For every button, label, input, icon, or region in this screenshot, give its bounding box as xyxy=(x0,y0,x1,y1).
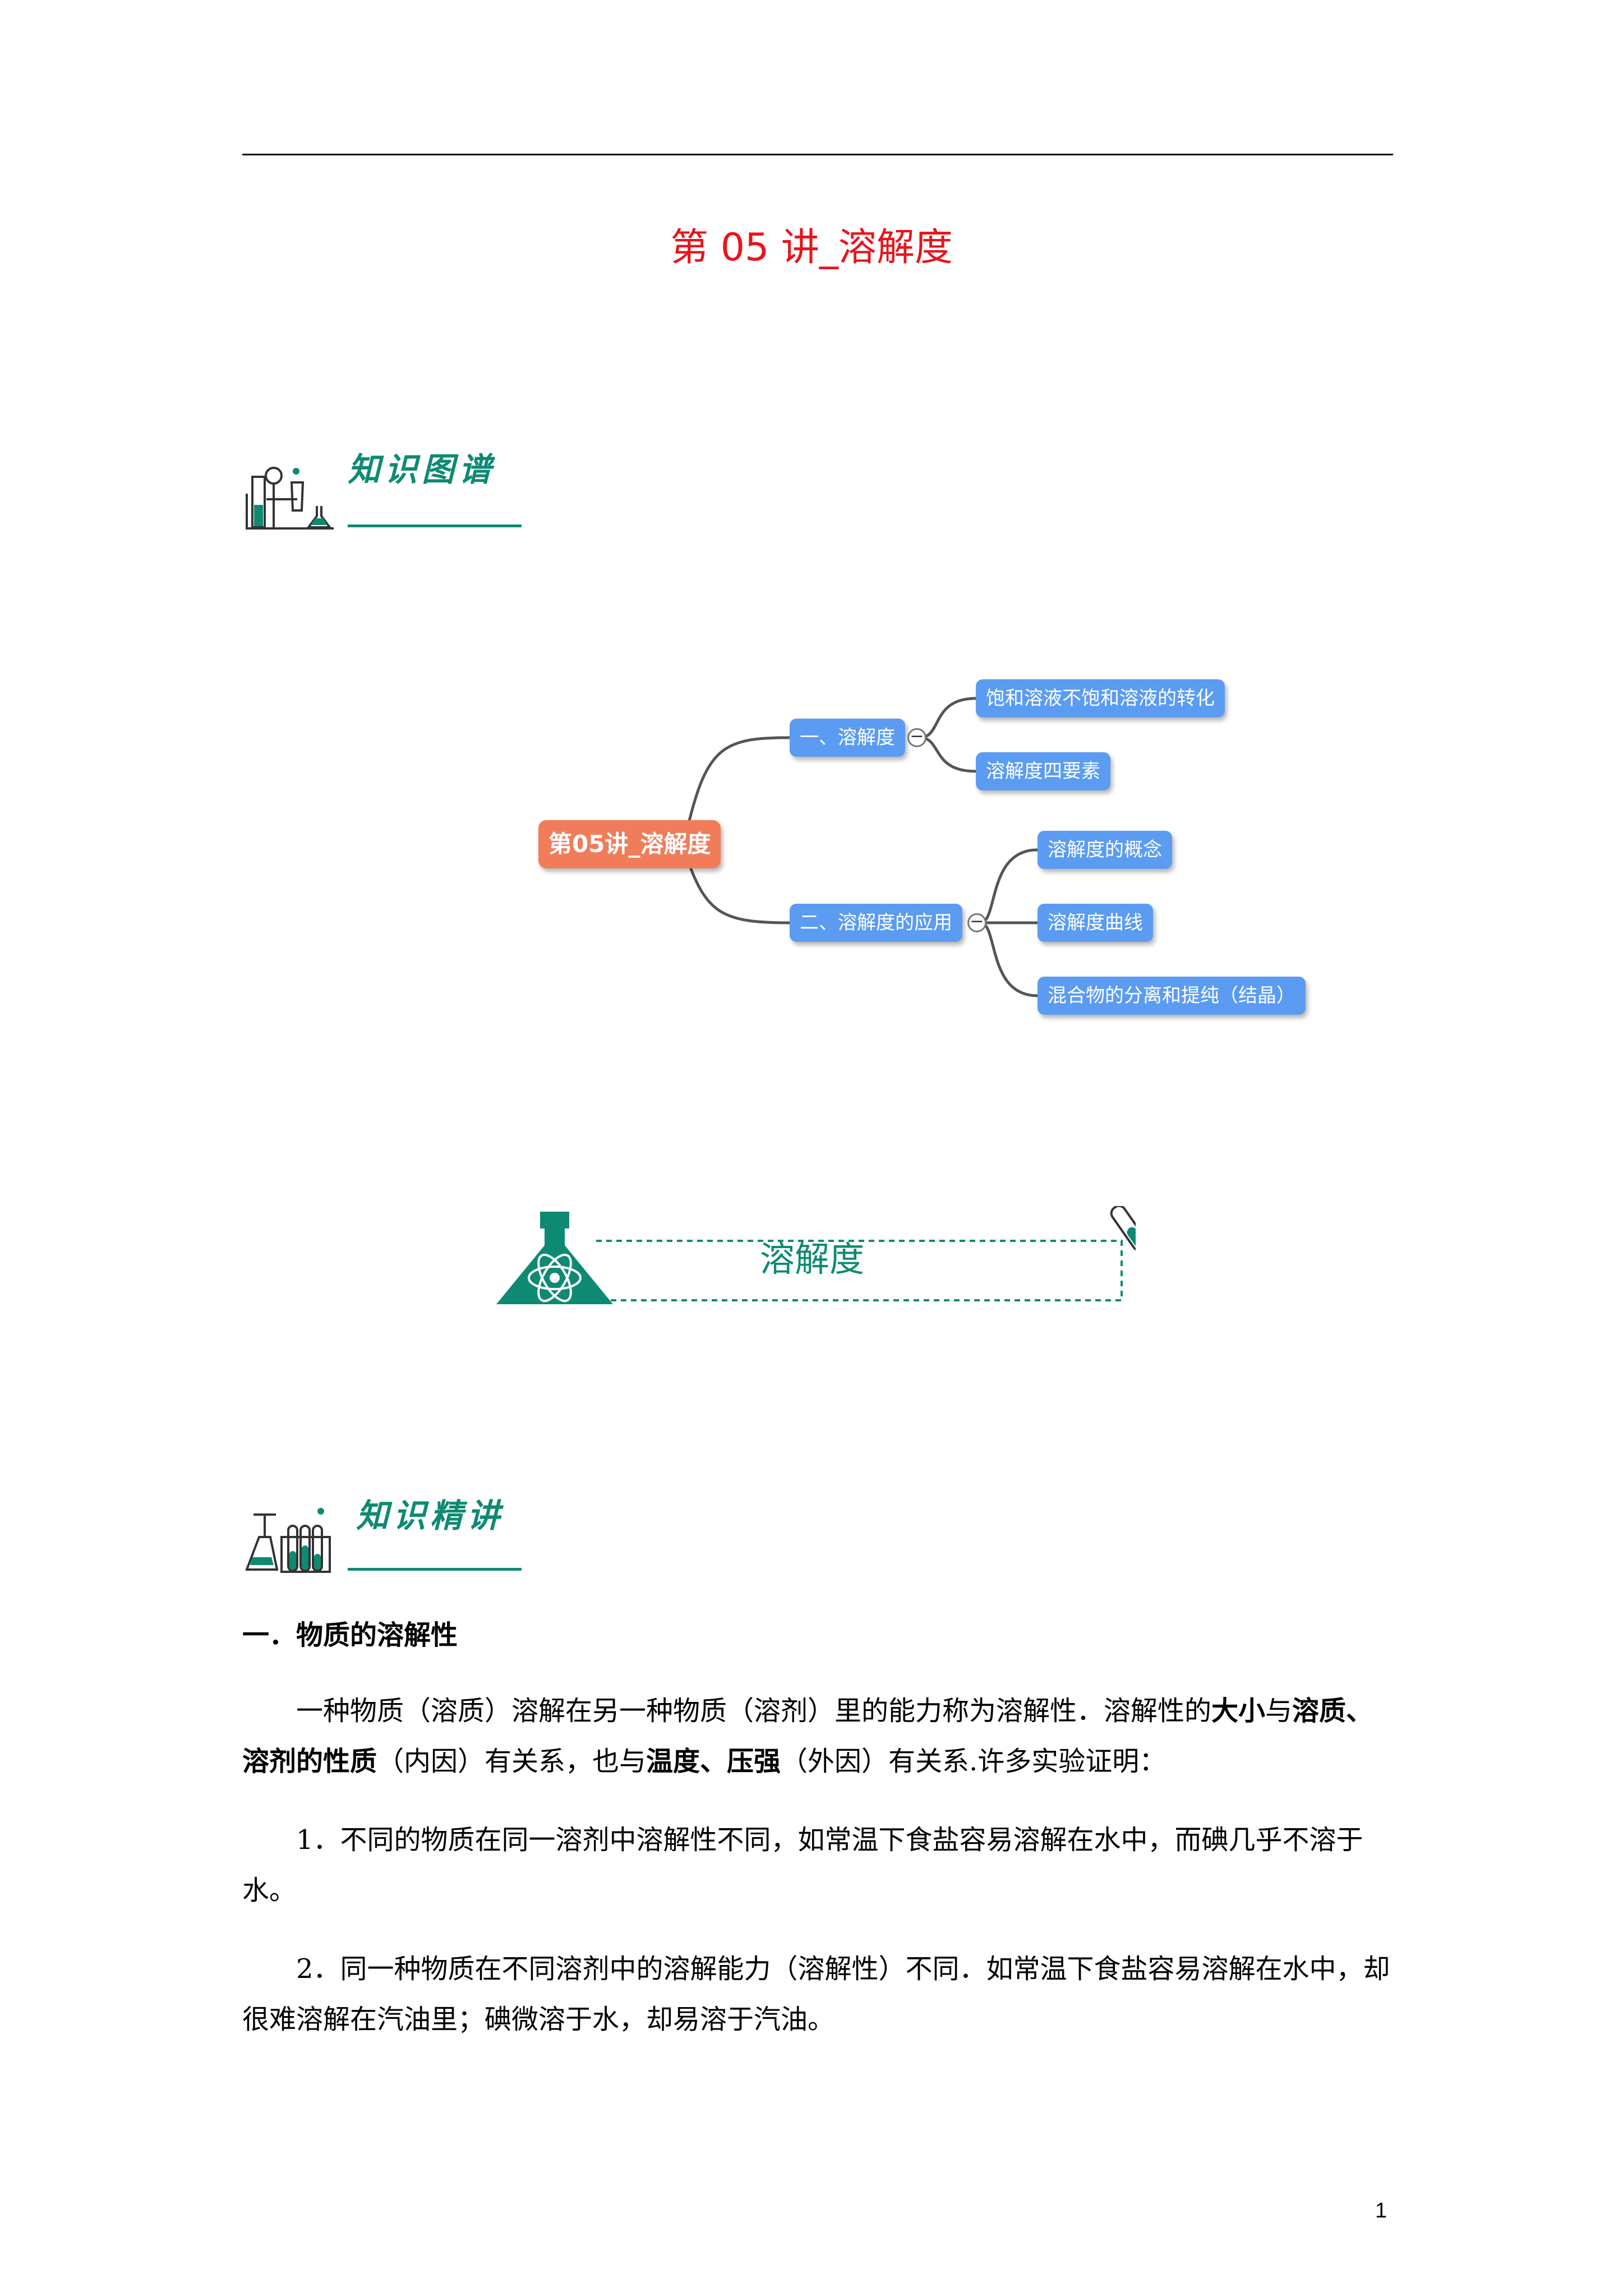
text-run-bold: 温度、压强 xyxy=(646,1746,781,1777)
mindmap-root[interactable]: 第05讲_溶解度 xyxy=(538,820,721,868)
mindmap-branch-1[interactable]: 一、溶解度 xyxy=(790,719,905,757)
list-item-2: 2．同一种物质在不同溶剂中的溶解能力（溶解性）不同．如常温下食盐容易溶解在水中，… xyxy=(242,1953,1390,2035)
mind-map: 第05讲_溶解度 一、溶解度 − 饱和溶液不饱和溶液的转化 溶解度四要素 二、溶… xyxy=(538,673,1346,1032)
page-number: 1 xyxy=(1375,2199,1387,2223)
banner-text: 溶解度 xyxy=(760,1239,865,1280)
text-run: （外因）有关系.许多实验证明： xyxy=(781,1746,1166,1777)
text-run: （内因）有关系，也与 xyxy=(377,1746,647,1777)
text-run-bold: 大小 xyxy=(1211,1695,1266,1727)
lab-equipment-icon xyxy=(241,460,336,539)
section-underline xyxy=(348,1568,522,1571)
document-title: 第 05 讲_溶解度 xyxy=(670,226,953,270)
mindmap-node[interactable]: 饱和溶液不饱和溶液的转化 xyxy=(976,679,1225,717)
paragraph-intro: 一种物质（溶质）溶解在另一种物质（溶剂）里的能力称为溶解性．溶解性的大小与溶质、… xyxy=(242,1686,1393,1787)
mindmap-node[interactable]: 混合物的分离和提纯（结晶） xyxy=(1038,977,1306,1015)
mind-map-connectors xyxy=(685,697,1038,997)
collapse-icon[interactable]: − xyxy=(907,728,926,747)
text-run: 与 xyxy=(1265,1695,1293,1727)
flask-banner-graphic xyxy=(496,1206,1136,1304)
topic-banner: 溶解度 xyxy=(496,1206,1136,1313)
list-item-1: 1．不同的物质在同一溶剂中溶解性不同，如常温下食盐容易溶解在水中，而碘几乎不溶于… xyxy=(242,1824,1363,1906)
mindmap-node[interactable]: 溶解度的概念 xyxy=(1038,831,1172,869)
mindmap-node[interactable]: 溶解度曲线 xyxy=(1038,904,1153,942)
test-tube-rack-icon xyxy=(242,1503,338,1582)
collapse-icon[interactable]: − xyxy=(967,913,986,932)
mindmap-branch-2[interactable]: 二、溶解度的应用 xyxy=(790,904,962,942)
text-run-bold: 溶质、溶剂的性质 xyxy=(242,1695,1373,1777)
text-run: 一种物质（溶质）溶解在另一种物质（溶剂）里的能力称为溶解性．溶解性的 xyxy=(296,1695,1212,1727)
header-rule xyxy=(242,154,1393,155)
heading-solubility: 一．物质的溶解性 xyxy=(242,1619,458,1651)
section-title-lecture: 知识精讲 xyxy=(356,1497,505,1535)
section-title-knowledge-map: 知识图谱 xyxy=(348,450,496,489)
mindmap-node[interactable]: 溶解度四要素 xyxy=(976,752,1110,790)
section-underline xyxy=(348,524,522,527)
